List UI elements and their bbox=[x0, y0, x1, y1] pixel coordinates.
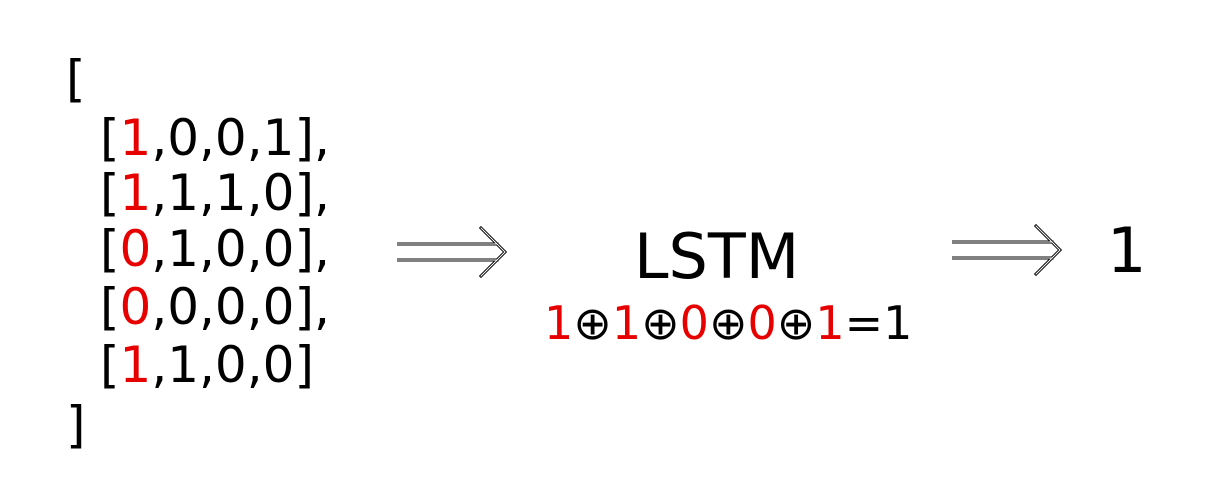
matrix-row-3: [0,1,0,0], bbox=[100, 220, 330, 278]
xor-operator-3: ⊕ bbox=[708, 296, 748, 350]
xor-term-2: 1 bbox=[611, 296, 642, 350]
matrix-row-5: [1,1,0,0] bbox=[100, 336, 314, 394]
matrix-row-1: [1,0,0,1], bbox=[100, 109, 330, 167]
matrix-row-2: [1,1,1,0], bbox=[100, 164, 330, 222]
matrix-row-1-rest: ,0,0,1], bbox=[151, 109, 330, 167]
model-label: LSTM bbox=[634, 220, 800, 293]
xor-term-3: 0 bbox=[679, 296, 709, 350]
xor-operator-1: ⊕ bbox=[573, 296, 612, 350]
matrix-row-2-first: 1 bbox=[119, 164, 152, 222]
double-arrow-right-icon bbox=[397, 226, 508, 279]
matrix-row-1-first: 1 bbox=[119, 109, 152, 167]
matrix-row-5-rest: ,1,0,0] bbox=[151, 336, 314, 394]
matrix-open-bracket: [ bbox=[66, 50, 86, 108]
output-value: 1 bbox=[1107, 214, 1147, 287]
matrix-row-4-first: 0 bbox=[119, 278, 152, 336]
xor-equals: = bbox=[844, 296, 884, 350]
xor-term-5: 1 bbox=[815, 296, 845, 350]
matrix-row-3-rest: ,1,0,0], bbox=[151, 220, 330, 278]
matrix-row-4: [0,0,0,0], bbox=[100, 278, 330, 336]
xor-expression: 1⊕1⊕0⊕0⊕1=1 bbox=[544, 300, 912, 346]
xor-term-4: 0 bbox=[747, 296, 777, 350]
matrix-row-2-rest: ,1,1,0], bbox=[151, 164, 330, 222]
matrix-row-5-first: 1 bbox=[119, 336, 152, 394]
xor-operator-4: ⊕ bbox=[776, 296, 816, 350]
xor-result: 1 bbox=[883, 296, 913, 350]
matrix-row-3-first: 0 bbox=[119, 220, 152, 278]
matrix-row-4-rest: ,0,0,0], bbox=[151, 278, 330, 336]
matrix-close-bracket: ] bbox=[66, 396, 86, 454]
xor-term-1: 1 bbox=[544, 296, 574, 350]
double-arrow-right-icon bbox=[952, 224, 1063, 277]
xor-operator-2: ⊕ bbox=[641, 296, 680, 350]
